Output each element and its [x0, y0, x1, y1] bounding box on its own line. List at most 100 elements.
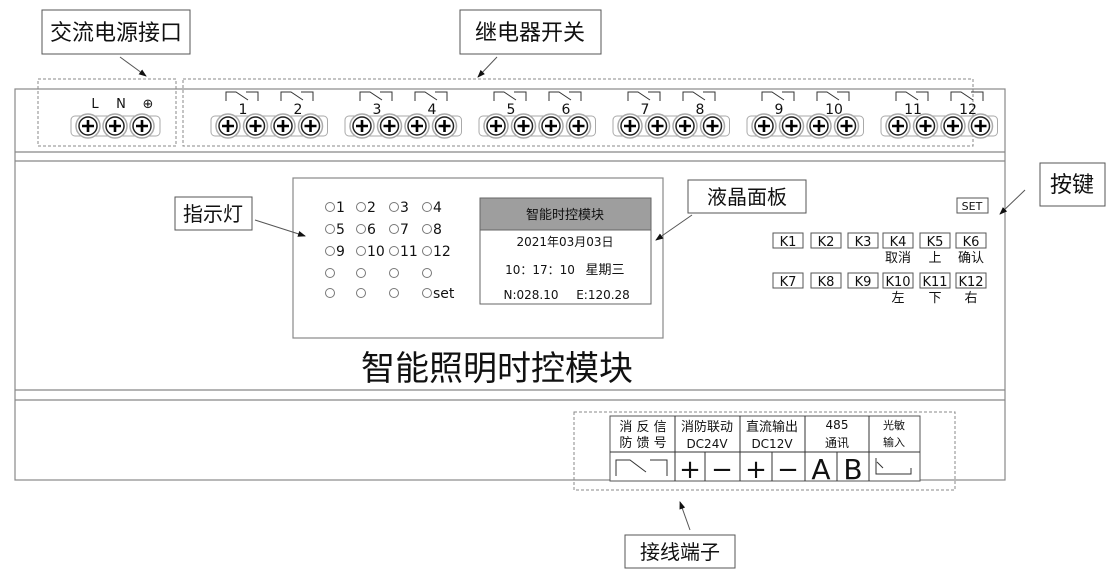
screw-terminal[interactable] [404, 113, 430, 139]
screw-terminal[interactable] [833, 113, 860, 139]
screw-terminal[interactable] [510, 113, 537, 139]
key-label: K3 [855, 235, 872, 250]
indicator-led [422, 268, 432, 278]
screw-terminal[interactable] [672, 113, 698, 139]
screw-terminal[interactable] [349, 113, 375, 139]
set-key[interactable]: SET [956, 197, 989, 214]
screw-terminal[interactable] [778, 113, 805, 139]
relay-number: 8 [696, 102, 705, 118]
indicator-led: 3 [389, 200, 409, 216]
key-label: K1 [780, 235, 797, 250]
led-label: 7 [400, 222, 409, 238]
screw-terminal[interactable] [967, 113, 994, 139]
screw-terminal[interactable] [270, 113, 296, 139]
screw-terminal[interactable] [565, 113, 592, 139]
callout-label: 继电器开关 [475, 21, 585, 46]
key-k3[interactable]: K3 [847, 232, 879, 250]
lcd-panel: 智能时控模块 2021年03月03日 10：17：10 星期三 N:028.10… [479, 197, 652, 305]
rs485-label: 485 [826, 418, 849, 432]
relay-number: 2 [294, 102, 303, 118]
module-housing [14, 88, 1006, 481]
indicator-led: 6 [356, 222, 376, 238]
screw-terminal[interactable] [376, 113, 403, 139]
screw-terminal[interactable] [75, 113, 101, 139]
photo-label: 光敏 [883, 418, 905, 432]
led-label: 4 [433, 200, 442, 216]
screw-terminal[interactable] [912, 113, 939, 139]
screw-terminal[interactable] [699, 113, 726, 139]
power-terminal-label: ⊕ [143, 97, 154, 112]
relay-5: 5 [493, 91, 527, 118]
screw-terminal[interactable] [644, 113, 671, 139]
lcd-time: 10：17：10 [505, 263, 575, 277]
callout-ac-power: 交流电源接口 [41, 9, 191, 77]
key-k5[interactable]: K5上 [919, 232, 951, 266]
module-title: 智能照明时控模块 [361, 349, 633, 389]
screw-terminals [70, 113, 998, 139]
screw-terminal[interactable] [885, 113, 911, 139]
plus-12v-terminal: + [745, 455, 767, 485]
key-label: K6 [963, 235, 980, 250]
indicator-led: 8 [422, 222, 442, 238]
screw-terminal[interactable] [102, 113, 128, 139]
key-label: K4 [890, 235, 907, 250]
led-label: 2 [367, 200, 376, 216]
indicator-led: set [422, 286, 455, 302]
led-label: 3 [400, 200, 409, 216]
indicator-led: 7 [389, 222, 409, 238]
feedback-label: 消 反 信 [619, 420, 666, 435]
rs485-comm-label: 通讯 [825, 436, 849, 450]
indicator-led: 4 [422, 200, 442, 216]
minus-24v-terminal: − [711, 455, 733, 485]
indicator-led: 9 [325, 244, 345, 260]
photo-switch-symbol [875, 458, 912, 475]
key-function-label: 右 [964, 291, 977, 306]
rs485-a-terminal: A [811, 453, 830, 486]
power-terminal-label: L [91, 97, 99, 112]
screw-terminal[interactable] [129, 113, 155, 139]
relay-number: 7 [641, 102, 650, 118]
screw-terminal[interactable] [431, 113, 458, 139]
photo-input-label: 输入 [883, 435, 905, 449]
fire-link-label: 消防联动 [681, 419, 733, 435]
screw-terminal[interactable] [617, 113, 643, 139]
key-function-label: 左 [891, 291, 904, 306]
screw-terminal[interactable] [483, 113, 509, 139]
screw-terminal[interactable] [806, 113, 832, 139]
callout-label: 接线端子 [640, 540, 720, 564]
key-k2[interactable]: K2 [810, 232, 842, 250]
callout-label: 指示灯 [183, 202, 243, 226]
key-k1[interactable]: K1 [772, 232, 804, 250]
relay-number: 1 [239, 102, 248, 118]
indicator-led: 1 [325, 200, 345, 216]
screw-terminal[interactable] [940, 113, 966, 139]
indicator-led: 10 [356, 244, 385, 260]
screw-terminal[interactable] [242, 113, 269, 139]
relay-number: 3 [373, 102, 382, 118]
callout-lcd-panel: 液晶面板 [655, 179, 807, 241]
screw-terminal[interactable] [538, 113, 564, 139]
wiring-terminal-region [573, 411, 956, 491]
relay-9: 9 [761, 91, 795, 118]
relay-10: 10 [816, 91, 850, 118]
power-region [37, 78, 177, 147]
key-k8[interactable]: K8 [810, 272, 842, 290]
relay-11: 11 [895, 91, 929, 118]
key-label: K10 [885, 275, 910, 290]
dc-output-voltage: DC12V [751, 437, 793, 451]
screw-terminal[interactable] [215, 113, 241, 139]
key-label: K7 [780, 275, 797, 290]
key-k9[interactable]: K9 [847, 272, 879, 290]
relay-3: 3 [359, 91, 393, 118]
screw-terminal[interactable] [297, 113, 324, 139]
key-k7[interactable]: K7 [772, 272, 804, 290]
indicator-led [389, 268, 399, 278]
screw-terminal[interactable] [751, 113, 777, 139]
